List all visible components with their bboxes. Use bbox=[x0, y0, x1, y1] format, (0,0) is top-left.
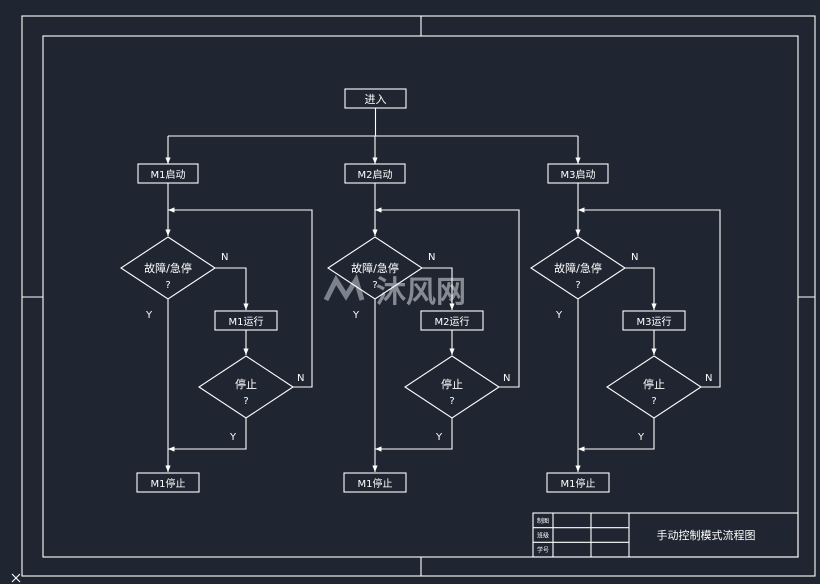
motor-end-box bbox=[136, 472, 200, 493]
stop-no-label: N bbox=[503, 373, 510, 384]
stop-no-label: N bbox=[705, 373, 712, 384]
motor-end-box bbox=[546, 472, 610, 493]
title-row-label-2: 学号 bbox=[537, 546, 549, 554]
drawing-frame bbox=[11, 15, 816, 583]
motor-end-label: M1停止 bbox=[561, 477, 596, 490]
fault-no-arrow bbox=[625, 267, 657, 310]
stop-no-label: N bbox=[297, 373, 304, 384]
fault-yes-label: Y bbox=[145, 310, 153, 321]
title-block: 制图 班级 学号 手动控制模式流程图 bbox=[532, 512, 799, 558]
stop-yes-arrow bbox=[168, 418, 247, 452]
fault-no-label: N bbox=[221, 252, 228, 263]
stop-no-loop-arrow bbox=[578, 207, 721, 388]
fault-question-mark: ? bbox=[372, 280, 377, 291]
stop-no-loop-arrow bbox=[168, 207, 313, 388]
title-row-label-0: 制图 bbox=[537, 517, 549, 525]
motor-end-label: M1停止 bbox=[358, 477, 393, 490]
fault-label: 故障/急停 bbox=[351, 261, 399, 275]
fault-question-mark: ? bbox=[575, 280, 580, 291]
motor-end-label: M1停止 bbox=[151, 477, 186, 490]
motor-start-label: M2启动 bbox=[358, 168, 393, 181]
fault-label: 故障/急停 bbox=[554, 261, 602, 275]
fault-question-mark: ? bbox=[165, 280, 170, 291]
stop-yes-label: Y bbox=[435, 432, 443, 443]
stop-label: 停止 bbox=[235, 377, 257, 391]
stop-yes-label: Y bbox=[229, 432, 237, 443]
motor-run-label: M3运行 bbox=[637, 315, 672, 328]
stop-question-mark: ? bbox=[243, 396, 248, 407]
motor-end-box bbox=[343, 472, 407, 493]
fault-no-arrow bbox=[422, 267, 455, 310]
stop-label: 停止 bbox=[441, 377, 463, 391]
title-block-frame bbox=[532, 512, 799, 558]
motor-run-label: M2运行 bbox=[435, 315, 470, 328]
fault-label: 故障/急停 bbox=[144, 261, 192, 275]
stop-yes-label: Y bbox=[637, 432, 645, 443]
motor-run-label: M1运行 bbox=[229, 315, 264, 328]
stop-question-mark: ? bbox=[449, 396, 454, 407]
stop-yes-arrow bbox=[578, 418, 655, 452]
title-row-label-1: 班级 bbox=[537, 532, 549, 540]
motor-start-label: M1启动 bbox=[151, 168, 186, 181]
stop-label: 停止 bbox=[643, 377, 665, 391]
fault-yes-label: Y bbox=[555, 310, 563, 321]
motor-start-label: M3启动 bbox=[561, 168, 596, 181]
start-node: 进入 bbox=[344, 88, 407, 109]
fault-no-arrow bbox=[215, 267, 249, 310]
start-label: 进入 bbox=[365, 93, 387, 106]
drawing-title: 手动控制模式流程图 bbox=[657, 528, 756, 542]
outer-border bbox=[21, 15, 816, 577]
stop-yes-arrow bbox=[375, 418, 453, 452]
stop-question-mark: ? bbox=[651, 396, 656, 407]
stop-no-loop-arrow bbox=[375, 207, 520, 388]
fault-no-label: N bbox=[428, 252, 435, 263]
fault-no-label: N bbox=[631, 252, 638, 263]
fault-yes-label: Y bbox=[352, 310, 360, 321]
cross-mark-icon bbox=[11, 573, 21, 583]
watermark-m-icon bbox=[323, 273, 365, 302]
